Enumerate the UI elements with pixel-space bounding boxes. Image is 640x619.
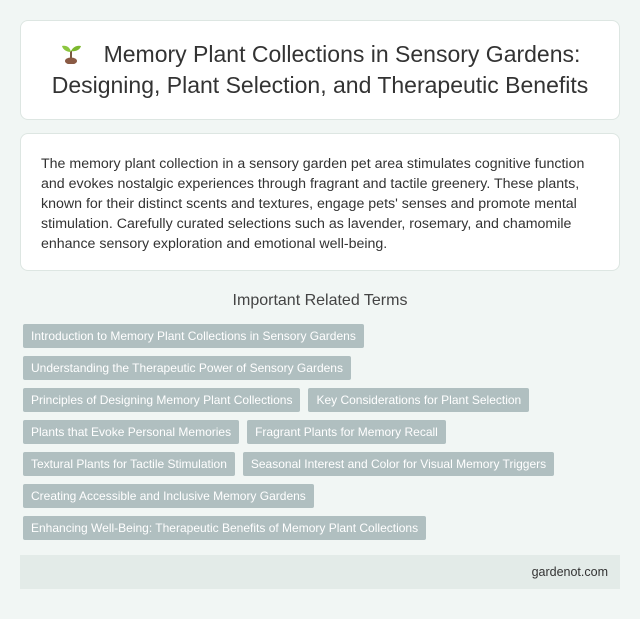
- seedling-icon: [61, 45, 81, 64]
- intro-text: The memory plant collection in a sensory…: [41, 156, 585, 252]
- term-tag[interactable]: Fragrant Plants for Memory Recall: [247, 420, 446, 444]
- related-terms-heading: Important Related Terms: [232, 292, 408, 309]
- title-text: Memory Plant Collections in Sensory Gard…: [51, 41, 589, 98]
- page-title: Memory Plant Collections in Sensory Gard…: [21, 39, 619, 101]
- term-tag[interactable]: Seasonal Interest and Color for Visual M…: [242, 452, 555, 476]
- header-card: Memory Plant Collections in Sensory Gard…: [20, 20, 620, 120]
- footer: gardenot.com: [20, 555, 620, 589]
- term-tag[interactable]: Principles of Designing Memory Plant Col…: [23, 388, 301, 412]
- term-tag[interactable]: Enhancing Well-Being: Therapeutic Benefi…: [23, 516, 427, 540]
- term-tag[interactable]: Introduction to Memory Plant Collections…: [23, 324, 364, 348]
- related-terms-list: Introduction to Memory Plant Collections…: [23, 324, 623, 540]
- intro-card: The memory plant collection in a sensory…: [20, 133, 620, 271]
- footer-site-link[interactable]: gardenot.com: [531, 565, 608, 579]
- term-tag[interactable]: Creating Accessible and Inclusive Memory…: [23, 484, 314, 508]
- term-tag[interactable]: Key Considerations for Plant Selection: [308, 388, 530, 412]
- term-tag[interactable]: Textural Plants for Tactile Stimulation: [23, 452, 235, 476]
- term-tag[interactable]: Plants that Evoke Personal Memories: [23, 420, 240, 444]
- term-tag[interactable]: Understanding the Therapeutic Power of S…: [23, 356, 351, 380]
